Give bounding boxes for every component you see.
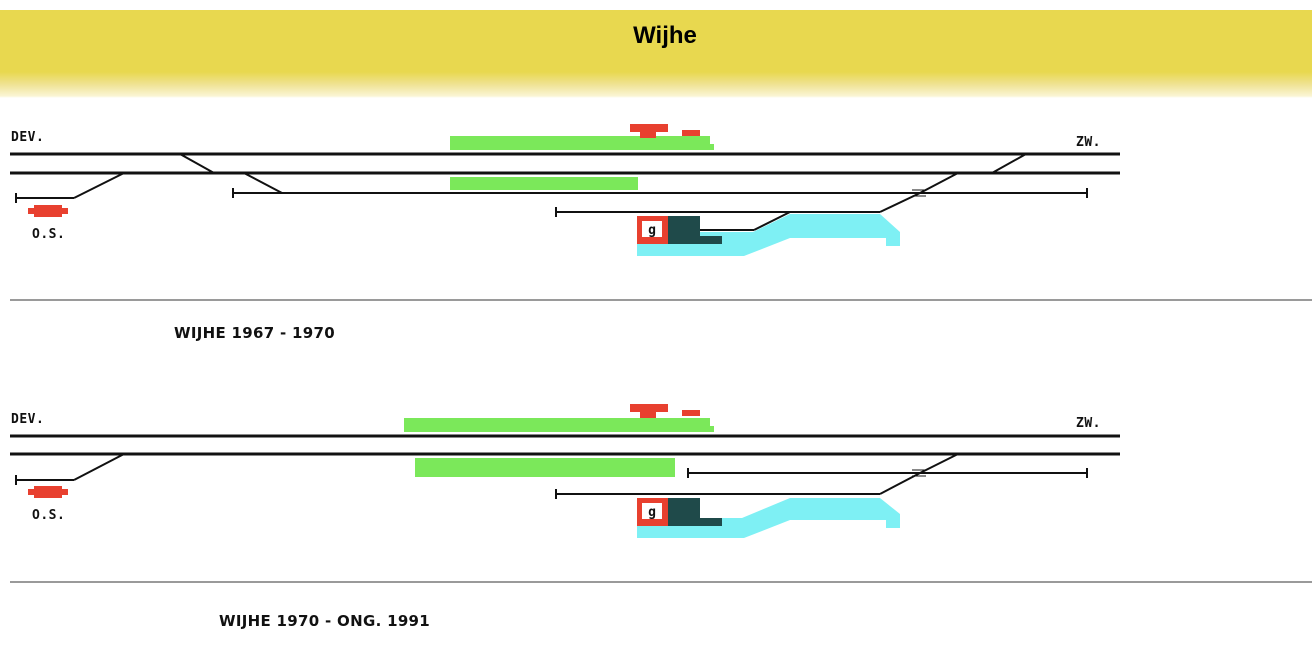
page-title: Wijhe bbox=[633, 22, 697, 49]
track-diagram-1967-1970: g DEV. ZW. O.S. bbox=[0, 110, 1312, 270]
label-os: O.S. bbox=[32, 508, 66, 523]
crossover-right bbox=[991, 153, 1027, 174]
platform-extension bbox=[680, 144, 714, 150]
goods-shed-label: g bbox=[648, 505, 656, 520]
siding-left-switch bbox=[73, 453, 125, 481]
siding-left-switch bbox=[73, 172, 125, 199]
station-annex bbox=[682, 410, 700, 416]
track-3-switch-right bbox=[919, 172, 959, 194]
loading-area bbox=[637, 214, 900, 256]
island-platform bbox=[450, 177, 638, 190]
station-building bbox=[630, 124, 668, 138]
track-3-switch-left bbox=[243, 172, 283, 194]
separator bbox=[10, 581, 1312, 583]
track-diagram-1970-1991: g DEV. ZW. O.S. bbox=[0, 392, 1312, 552]
track-layout-1: g bbox=[10, 124, 1120, 256]
goods-shed bbox=[668, 498, 700, 526]
crossover-left bbox=[179, 153, 215, 174]
loading-area bbox=[637, 498, 900, 538]
track-layout-2: g bbox=[10, 404, 1120, 538]
island-platform bbox=[415, 458, 675, 477]
label-deventer: DEV. bbox=[11, 412, 45, 427]
label-os: O.S. bbox=[32, 227, 66, 242]
goods-shed bbox=[668, 216, 700, 244]
separator bbox=[10, 299, 1312, 301]
label-deventer: DEV. bbox=[11, 130, 45, 145]
platform-extension bbox=[680, 426, 714, 432]
goods-shed-extension bbox=[700, 518, 722, 526]
platform bbox=[404, 418, 710, 432]
page-header: Wijhe bbox=[0, 10, 1312, 98]
station-annex bbox=[682, 130, 700, 136]
label-zwolle: ZW. bbox=[1076, 416, 1101, 431]
station-building-os bbox=[28, 486, 68, 498]
goods-siding-switch bbox=[753, 211, 791, 231]
station-building bbox=[630, 404, 668, 418]
caption-1967-1970: WIJHE 1967 - 1970 bbox=[174, 324, 335, 342]
goods-shed-label: g bbox=[648, 223, 656, 238]
goods-shed-label-box bbox=[642, 503, 662, 519]
goods-shed-extension bbox=[700, 236, 722, 244]
station-building-os bbox=[28, 205, 68, 217]
label-zwolle: ZW. bbox=[1076, 135, 1101, 150]
caption-1970-1991: WIJHE 1970 - ONG. 1991 bbox=[219, 612, 431, 630]
platform bbox=[450, 136, 710, 150]
track-3-switch-right bbox=[919, 453, 959, 474]
goods-shed-label-box bbox=[642, 221, 662, 237]
